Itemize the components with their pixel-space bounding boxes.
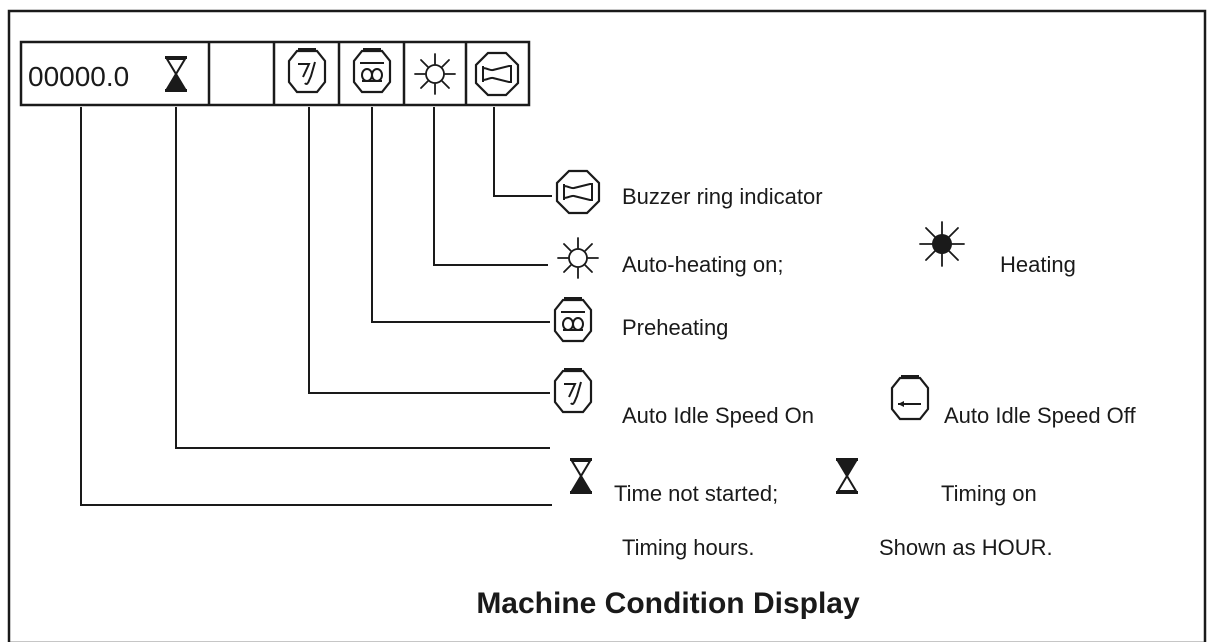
auto-idle-off-label: Auto Idle Speed Off	[944, 403, 1137, 428]
connector-auto-idle	[308, 107, 550, 394]
buzzer-label: Buzzer ring indicator	[622, 184, 823, 209]
diagram-title: Machine Condition Display	[476, 587, 860, 620]
preheating-label: Preheating	[622, 315, 728, 340]
connector-hour-value	[80, 107, 552, 506]
shown-as-hour-label: Shown as HOUR.	[879, 535, 1053, 560]
connector-preheating	[371, 107, 550, 323]
heating-label: Heating	[1000, 252, 1076, 277]
buzzer-horn-icon	[555, 169, 601, 215]
auto-heating-label: Auto-heating on;	[622, 252, 783, 277]
sun-icon	[557, 237, 599, 279]
time-not-started-label: Time not started;	[614, 481, 778, 506]
preheat-coil-icon	[553, 295, 593, 343]
outer-frame	[7, 9, 1207, 642]
buzzer-horn-icon	[474, 51, 520, 97]
hour-meter-readout: 00000.0	[28, 61, 129, 92]
auto-idle-on-label: Auto Idle Speed On	[622, 403, 814, 428]
timing-on-label: Timing on	[941, 481, 1037, 506]
auto-idle-icon	[553, 366, 593, 414]
connector-buzzer	[493, 107, 552, 197]
connector-hourglass	[175, 107, 550, 449]
auto-idle-icon	[287, 46, 327, 94]
auto-idle-off-arrow-icon	[890, 373, 930, 421]
connector-heating	[433, 107, 548, 266]
connector-lines	[80, 107, 552, 506]
preheat-coil-icon	[352, 46, 392, 94]
timing-hours-label: Timing hours.	[622, 535, 754, 560]
sun-icon	[414, 53, 456, 95]
display-panel: 00000.0	[19, 40, 531, 107]
heating-dark-sun-icon	[919, 221, 965, 267]
